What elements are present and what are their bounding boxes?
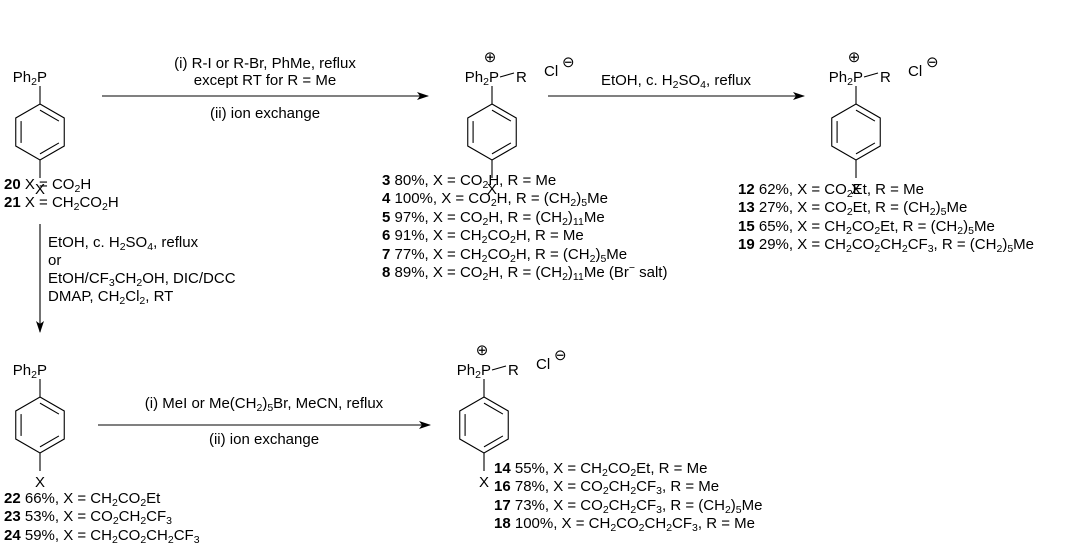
phosphorus-group: Ph2​P xyxy=(465,69,499,88)
p-r-bond xyxy=(863,72,879,78)
molecule-m12: Ph2​P R ⊕ Cl⊖ X xyxy=(829,49,939,198)
minus-charge: ⊖ xyxy=(562,54,575,71)
compound-entry: 24 59%, X = CH2CO2CH2CF3 xyxy=(4,526,200,546)
compound-entry: 7 77%, X = CH2CO2H, R = (CH2)5Me xyxy=(382,245,628,265)
x-substituent: X xyxy=(35,181,45,198)
x-substituent: X xyxy=(35,474,45,491)
condition-step3-line-1: EtOH, c. H2​SO4​, reflux xyxy=(48,234,199,253)
compound-entry: 14 55%, X = CH2CO2Et, R = Me xyxy=(494,460,708,479)
compound-entry: 18 100%, X = CH2CO2CH2CF3, R = Me xyxy=(494,515,755,535)
plus-charge: ⊕ xyxy=(848,49,861,66)
condition-step3-line-4: DMAP, CH2​Cl2​, RT xyxy=(48,288,173,307)
molecule-m3: Ph2​P R ⊕ Cl⊖ X xyxy=(465,49,575,198)
condition-step1-line-3: (ii) ion exchange xyxy=(210,105,320,122)
benzene-ring xyxy=(467,103,517,161)
x-substituent: X xyxy=(851,181,861,198)
compound-entry: 21 X = CH2CO2H xyxy=(4,194,119,214)
compound-entry: 3 80%, X = CO2H, R = Me xyxy=(382,172,557,191)
chloride-counterion: Cl xyxy=(908,63,922,80)
compound-entry: 23 53%, X = CO2CH2CF3 xyxy=(4,508,173,528)
benzene-ring xyxy=(15,396,65,454)
compound-entry: 16 78%, X = CO2CH2CF3, R = Me xyxy=(494,478,720,498)
chloride-counterion: Cl xyxy=(544,63,558,80)
benzene-ring xyxy=(15,103,65,161)
minus-charge: ⊖ xyxy=(926,54,939,71)
compound-entry: 19 29%, X = CH2CO2CH2CF3, R = (CH2)5Me xyxy=(738,236,1034,256)
condition-step2-line-1: EtOH, c. H2​SO4​, reflux xyxy=(601,72,752,91)
molecule-m20: Ph2​P X xyxy=(13,69,65,198)
benzene-ring xyxy=(831,103,881,161)
chloride-counterion: Cl xyxy=(536,356,550,373)
condition-step1-line-1: (i) R-I or R-Br, PhMe, reflux xyxy=(174,55,356,72)
condition-step4-line-2: (ii) ion exchange xyxy=(209,431,319,448)
compound-entry: 20 X = CO2H xyxy=(4,176,92,195)
benzene-ring xyxy=(459,396,509,454)
plus-charge: ⊕ xyxy=(484,49,497,66)
condition-step3-line-2: or xyxy=(48,252,61,269)
p-r-bond xyxy=(499,72,515,78)
minus-charge: ⊖ xyxy=(554,347,567,364)
x-substituent: X xyxy=(479,474,489,491)
compound-entry: 13 27%, X = CO2Et, R = (CH2)5Me xyxy=(738,199,968,219)
condition-step4-line-1: (i) MeI or Me(CH2​)5​Br, MeCN, reflux xyxy=(145,395,384,414)
compound-entry: 17 73%, X = CO2CH2CF3, R = (CH2)5Me xyxy=(494,496,763,516)
compound-entry: 5 97%, X = CO2H, R = (CH2)11Me xyxy=(382,208,605,228)
compound-entry: 4 100%, X = CO2H, R = (CH2)5Me xyxy=(382,190,608,210)
condition-step3-line-3: EtOH/CF3​CH2​OH, DIC/DCC xyxy=(48,270,236,289)
compound-entry: 12 62%, X = CO2Et, R = Me xyxy=(738,181,924,200)
compound-entry: 15 65%, X = CH2CO2Et, R = (CH2)5Me xyxy=(738,217,995,237)
r-group: R xyxy=(880,69,891,86)
compound-entry: 8 89%, X = CO2H, R = (CH2)11Me (Br− salt… xyxy=(382,262,668,283)
molecule-m22: Ph2​P X xyxy=(13,362,65,491)
phosphorus-group: Ph2​P xyxy=(457,362,491,381)
phosphorus-group: Ph2​P xyxy=(829,69,863,88)
molecule-m14: Ph2​P R ⊕ Cl⊖ X xyxy=(457,342,567,491)
compound-entry: 22 66%, X = CH2CO2Et xyxy=(4,490,161,509)
phosphorus-group: Ph2​P xyxy=(13,362,47,381)
p-r-bond xyxy=(491,365,507,371)
x-substituent: X xyxy=(487,181,497,198)
plus-charge: ⊕ xyxy=(476,342,489,359)
r-group: R xyxy=(508,362,519,379)
phosphorus-group: Ph2​P xyxy=(13,69,47,88)
r-group: R xyxy=(516,69,527,86)
condition-step1-line-2: except RT for R = Me xyxy=(194,72,336,89)
compound-entry: 6 91%, X = CH2CO2H, R = Me xyxy=(382,227,584,247)
